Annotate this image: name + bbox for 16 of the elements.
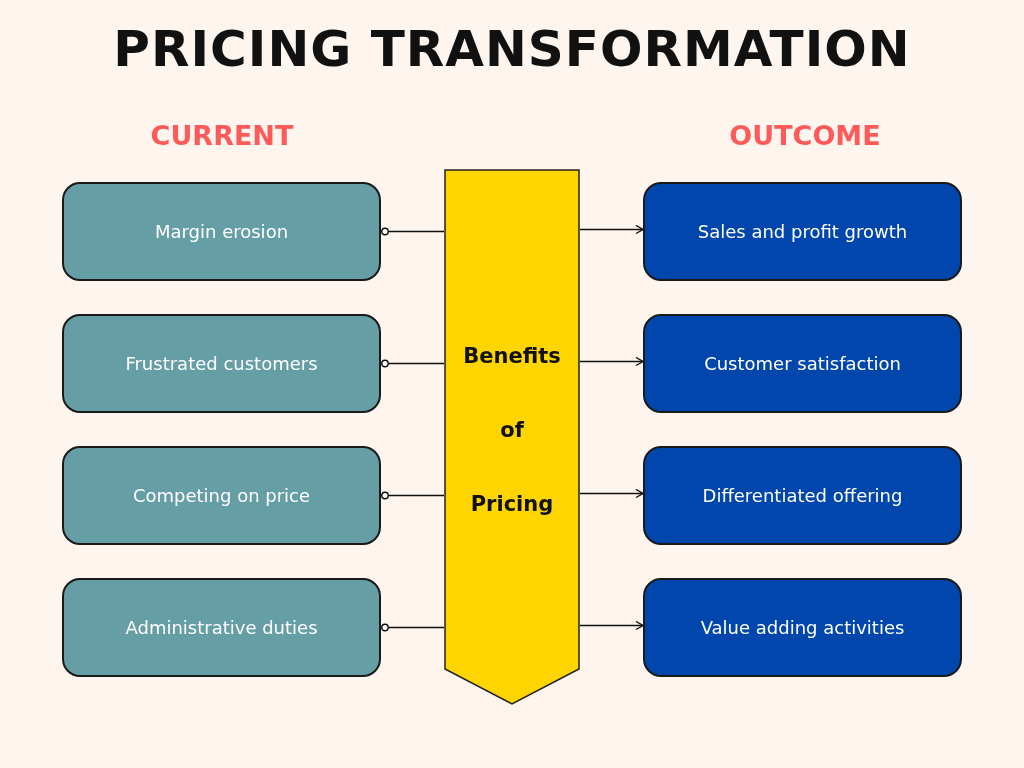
current-state-box: Administrative duties <box>62 578 381 677</box>
outcome-box: Customer satisfaction <box>643 314 962 413</box>
outcome-box: Differentiated offering <box>643 446 962 545</box>
connector-arrow <box>579 224 644 235</box>
current-state-box: Frustrated customers <box>62 314 381 413</box>
banner-text: Benefits of Pricing <box>462 343 562 518</box>
connector-arrow <box>579 620 644 631</box>
outcome-box: Sales and profit growth <box>643 182 962 281</box>
current-state-box: Margin erosion <box>62 182 381 281</box>
connector-arrow <box>579 356 644 367</box>
title: PRICING TRANSFORMATION <box>112 20 912 78</box>
current-state-box: Competing on price <box>62 446 381 545</box>
outcome-box: Value adding activities <box>643 578 962 677</box>
column-heading: CURRENT <box>149 120 295 151</box>
column-heading: OUTCOME <box>728 120 882 151</box>
connector-arrow <box>579 488 644 499</box>
